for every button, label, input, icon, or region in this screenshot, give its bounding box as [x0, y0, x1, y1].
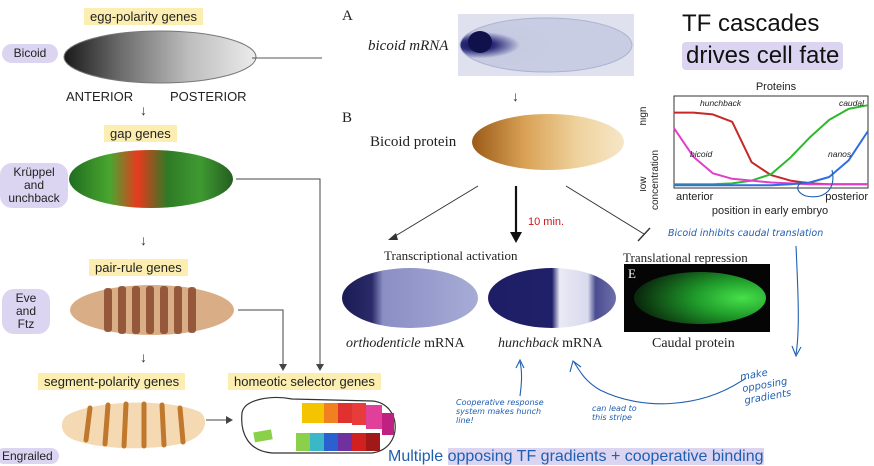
bicoid-mrna-label: bicoid mRNA	[368, 38, 449, 54]
protein-gradient-chart: Proteins concentration high low hunchbac…	[640, 81, 869, 217]
down-arrow-icon: ↓	[140, 102, 147, 118]
chart-title: Proteins	[756, 81, 797, 93]
chart-y-low: low	[640, 176, 649, 192]
gap-genes-embryo	[69, 150, 233, 208]
hunchback-mrna-label: hunchback mRNA	[498, 336, 603, 351]
panel-label-a: A	[342, 8, 353, 24]
bicoid-mrna-embryo	[458, 14, 634, 76]
series-line-bicoid	[673, 127, 868, 186]
down-arrow-icon: ↓	[512, 88, 519, 104]
panel-label-d: D	[486, 266, 496, 281]
series-label-hunchback: hunchback	[700, 98, 742, 108]
series-label-nanos: nanos	[828, 149, 852, 159]
pair-rule-embryo	[70, 285, 234, 335]
panel-label-e: E	[628, 266, 636, 281]
gap-genes-label: gap genes	[104, 125, 177, 142]
panel-label-c: C	[340, 266, 349, 281]
tag-engrailed: Engrailed	[0, 448, 59, 464]
chart-x-left: anterior	[676, 191, 714, 203]
posterior-label: POSTERIOR	[170, 89, 247, 104]
homeotic-embryo	[241, 396, 396, 454]
chart-xlabel: position in early embryo	[712, 205, 828, 217]
title-line-1: TF cascades	[682, 10, 820, 37]
segment-polarity-genes-label: segment-polarity genes	[38, 373, 186, 390]
bicoid-protein-embryo	[472, 114, 624, 170]
segment-polarity-embryo	[61, 401, 206, 449]
title-line-2: drives cell fate	[682, 42, 844, 70]
translational-repression-label: Translational repression	[623, 250, 748, 265]
series-label-bicoid: bicoid	[690, 149, 712, 159]
egg-polarity-genes-label: egg-polarity genes	[84, 8, 203, 25]
pair-rule-genes-label: pair-rule genes	[89, 259, 188, 276]
orthodenticle-embryo	[338, 264, 480, 332]
orthodenticle-mrna-label: orthodenticle mRNA	[346, 336, 465, 351]
series-label-caudal: caudal	[839, 98, 865, 108]
chart-y-high: high	[640, 107, 649, 126]
bicoid-protein-label: Bicoid protein	[370, 134, 457, 150]
homeotic-selector-genes-label: homeotic selector genes	[228, 373, 381, 390]
bicoid-embryo	[63, 30, 322, 84]
down-arrow-icon: ↓	[140, 349, 147, 365]
series-line-nanos	[674, 130, 869, 187]
chart-ylabel: concentration	[650, 150, 661, 210]
bottom-summary: Multiple opposing TF gradients + coopera…	[388, 448, 764, 465]
chart-series-group	[673, 104, 869, 187]
transcriptional-activation-label: Transcriptional activation	[384, 248, 518, 263]
tag-bicoid: Bicoid	[2, 44, 58, 63]
caudal-protein-label: Caudal protein	[652, 336, 735, 351]
panel-label-b: B	[342, 110, 353, 126]
time-label: 10 min.	[528, 216, 565, 228]
caudal-embryo	[624, 264, 770, 332]
anterior-label: ANTERIOR	[66, 89, 134, 104]
note-bicoid-inhibits: Bicoid inhibits caudal translation	[668, 228, 824, 239]
hunchback-embryo	[484, 264, 620, 332]
chart-x-right: posterior	[825, 191, 868, 203]
down-arrow-icon: ↓	[140, 232, 147, 248]
